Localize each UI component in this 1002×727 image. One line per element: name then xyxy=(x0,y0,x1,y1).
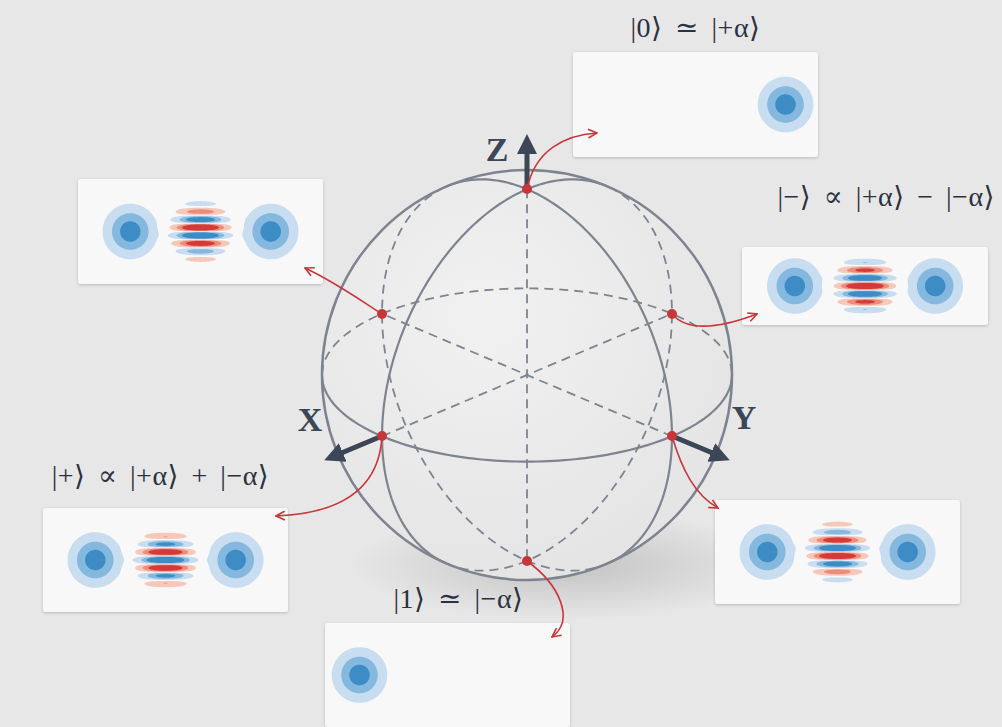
leader-lines xyxy=(276,133,757,637)
leader-line xyxy=(527,561,563,637)
visible-arc xyxy=(382,179,609,436)
wigner-positive xyxy=(758,77,814,133)
leader-line xyxy=(276,436,382,516)
state-dot xyxy=(667,431,677,441)
wigner-insets xyxy=(43,52,988,727)
wigner-positive xyxy=(68,532,264,588)
state-box: |0⟩ ≃ |+α⟩ xyxy=(573,52,818,157)
inset-panel xyxy=(715,500,960,604)
wigner-inset xyxy=(43,508,288,612)
wigner-negative xyxy=(148,549,182,571)
sphere-outline xyxy=(322,170,732,580)
visible-arc xyxy=(609,436,672,563)
hidden-arc xyxy=(382,187,609,570)
hidden-arc xyxy=(526,189,528,561)
wigner-negative xyxy=(846,268,883,303)
wigner-positive xyxy=(767,258,963,314)
wigner-negative xyxy=(841,267,889,305)
x-axis-arrow xyxy=(339,436,382,454)
leader-line xyxy=(672,314,757,326)
wigner-positive xyxy=(775,94,795,114)
state-dot xyxy=(667,309,677,319)
hidden-circles xyxy=(322,187,732,570)
wigner-inset xyxy=(715,500,960,604)
wigner-positive xyxy=(112,213,289,253)
sphere-fill xyxy=(322,170,732,580)
visible-arc xyxy=(382,436,445,563)
state-label: |+⟩ ∝ |+α⟩ + |−α⟩ xyxy=(52,460,270,492)
wigner-negative xyxy=(834,266,896,306)
wigner-negative xyxy=(806,522,868,576)
wigner-negative xyxy=(177,209,225,246)
inset-panel xyxy=(78,179,323,284)
wigner-positive xyxy=(749,530,926,570)
inset-panel xyxy=(573,52,818,157)
state-box: |−⟩ ∝ |+α⟩ − |−α⟩ xyxy=(742,247,988,325)
wigner-negative xyxy=(143,536,188,584)
wigner-positive xyxy=(767,86,804,123)
state-box: |+⟩ ∝ |+α⟩ + |−α⟩ xyxy=(43,508,288,612)
wigner-positive xyxy=(777,262,954,310)
state-dot xyxy=(522,184,532,194)
wigner-inset xyxy=(573,52,818,157)
hidden-arc xyxy=(445,187,672,570)
wigner-inset xyxy=(742,247,988,325)
state-dot xyxy=(522,556,532,566)
wigner-negative xyxy=(182,224,219,245)
state-label: |0⟩ ≃ |+α⟩ xyxy=(631,12,761,44)
wigner-negative xyxy=(814,537,861,574)
state-dot xyxy=(377,309,387,319)
axis-label: X xyxy=(298,403,323,437)
visible-arc xyxy=(445,179,672,436)
inset-panel xyxy=(43,508,288,612)
state-label: |−⟩ ∝ |+α⟩ − |−α⟩ xyxy=(777,181,995,213)
axis-label: Y xyxy=(732,401,757,435)
leader-line xyxy=(305,268,382,314)
state-box: |1⟩ ≃ |−α⟩ xyxy=(325,623,570,727)
wigner-inset xyxy=(325,623,570,727)
state-dot xyxy=(377,431,387,441)
wigner-positive xyxy=(77,541,254,579)
visible-arc xyxy=(322,377,382,436)
visible-arc xyxy=(382,373,732,462)
leader-line xyxy=(672,436,718,508)
state-dots xyxy=(377,184,677,566)
wigner-negative xyxy=(169,208,231,262)
wigner-positive xyxy=(332,647,388,703)
wigner-positive xyxy=(85,542,246,577)
wigner-positive xyxy=(341,657,378,694)
wigner-negative xyxy=(819,538,856,559)
visible-circles xyxy=(322,179,732,562)
wigner-positive xyxy=(349,665,369,685)
wigner-negative xyxy=(135,533,196,588)
leader-line xyxy=(527,133,597,189)
inset-panel xyxy=(325,623,570,727)
inset-panel xyxy=(742,247,988,325)
y-axis-arrow xyxy=(672,436,715,454)
axis-label: Z xyxy=(486,133,509,167)
wigner-positive xyxy=(740,524,936,582)
wigner-positive xyxy=(103,201,299,259)
wigner-inset xyxy=(78,179,323,284)
state-label: |1⟩ ≃ |−α⟩ xyxy=(394,583,524,615)
